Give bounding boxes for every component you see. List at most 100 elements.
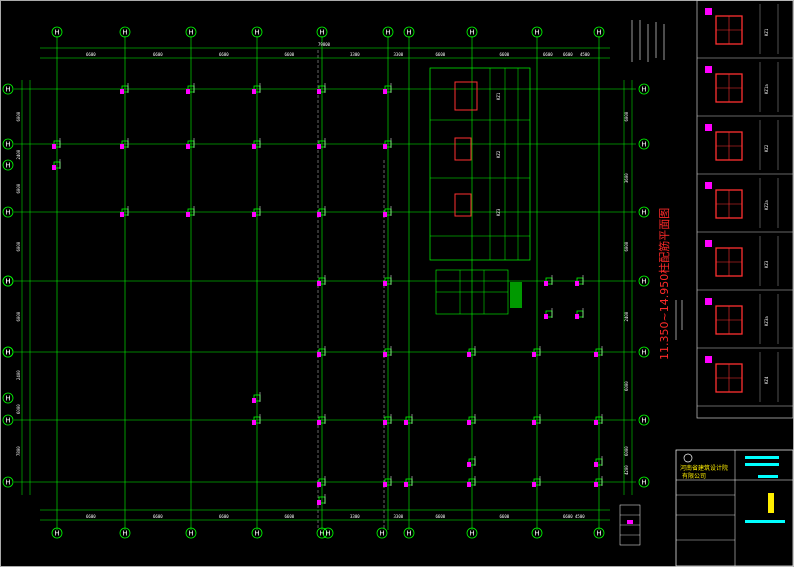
axis-bubble-circle: [51, 26, 63, 38]
column-symbol: [186, 206, 195, 217]
column-fill: [467, 420, 471, 425]
dim-label-bottom: 6600: [436, 514, 446, 519]
dim-label-top: 6600: [219, 52, 229, 57]
dim-label-bottom: 4500: [575, 514, 585, 519]
column-symbol: [383, 414, 392, 425]
axis-bubble-label: H: [5, 349, 10, 357]
column-schedule-table: KZ1 KZ2 KZ3: [429, 67, 531, 261]
panel-mark-magenta: [705, 8, 712, 15]
panel-mark-magenta: [705, 124, 712, 131]
column-symbol: [252, 392, 261, 403]
axis-bubble-bottom: H: [593, 527, 605, 539]
axis-bubble-circle: [638, 138, 650, 150]
axis-bubble-label: H: [641, 349, 646, 357]
axis-bubble-label: H: [319, 530, 324, 538]
dim-label-right: 6000: [624, 111, 629, 121]
column-fill: [404, 482, 408, 487]
panel-column-tag: KZ2: [764, 144, 769, 152]
column-fill: [317, 212, 321, 217]
axis-bubble-circle: [185, 527, 197, 539]
axis-bubble-circle: [531, 26, 543, 38]
column-symbol: [52, 138, 61, 149]
axis-bubble-label: H: [188, 29, 193, 37]
axis-bubble-label: H: [641, 417, 646, 425]
title-block-org: 河南省建筑设计院: [680, 464, 728, 472]
dim-label-top: 6600: [500, 52, 510, 57]
column-symbol: [594, 346, 603, 357]
axis-bubble-top: H: [316, 26, 328, 38]
axis-bubble-label: H: [5, 349, 10, 357]
dim-label-left: 6000: [16, 241, 21, 251]
axis-bubble-label: H: [5, 417, 10, 425]
axis-bubble-label: H: [5, 278, 10, 286]
column-symbol: [186, 83, 195, 94]
column-fill: [594, 420, 598, 425]
column-fill: [544, 281, 548, 286]
axis-bubble-left: H: [2, 392, 14, 404]
axis-bubble-left: H: [2, 346, 14, 358]
column-fill: [544, 314, 548, 319]
axis-bubble-label: H: [122, 29, 127, 37]
dim-label-top: 3300: [394, 52, 404, 57]
axis-bubble-label: H: [122, 530, 127, 538]
axis-bubble-circle: [593, 527, 605, 539]
axis-bubble-bottom: H: [376, 527, 388, 539]
dim-label-bottom: 6600: [86, 514, 96, 519]
column-symbol: [594, 456, 603, 467]
axis-bubble-top: H: [119, 26, 131, 38]
column-symbol: [317, 494, 326, 505]
panel-column-tag: KZ3a: [764, 316, 769, 326]
title-block-logo: [683, 453, 693, 463]
column-symbol: [575, 275, 584, 286]
axis-bubble-circle: [2, 346, 14, 358]
dim-label-top: 4500: [580, 52, 590, 57]
dim-label-bottom: 6600: [219, 514, 229, 519]
axis-bubble-bottom: H: [251, 527, 263, 539]
column-fill: [186, 89, 190, 94]
axis-bubble-label: H: [5, 278, 10, 286]
axis-bubble-label: H: [5, 141, 10, 149]
axis-bubble-right: H: [638, 346, 650, 358]
dim-label-left: 2400: [16, 370, 21, 380]
axis-bubble-circle: [466, 527, 478, 539]
table-tag-kz2: KZ2: [496, 150, 501, 158]
axis-bubble-circle: [322, 527, 334, 539]
axis-bubble-circle: [119, 26, 131, 38]
dim-label-right: 3600: [624, 173, 629, 183]
axis-bubble-left: H: [2, 275, 14, 287]
column-fill: [575, 281, 579, 286]
axis-bubble-circle: [403, 527, 415, 539]
column-symbol: [467, 476, 476, 487]
dim-label-bottom: 3300: [394, 514, 404, 519]
column-symbol: [544, 308, 553, 319]
dim-label-left: 2400: [16, 149, 21, 159]
column-symbol: [252, 138, 261, 149]
column-fill: [383, 352, 387, 357]
axis-bubble-circle: [382, 26, 394, 38]
column-symbol: [532, 346, 541, 357]
axis-bubble-right: H: [638, 414, 650, 426]
axis-bubble-bottom: H: [185, 527, 197, 539]
axis-bubble-top: H: [531, 26, 543, 38]
axis-bubble-left: H: [2, 83, 14, 95]
axis-bubble-bottom: H: [531, 527, 543, 539]
title-block: 河南省建筑设计院 有限公司: [675, 449, 794, 567]
column-symbol: [594, 414, 603, 425]
axis-bubble-label: H: [641, 278, 646, 286]
axis-bubble-label: H: [469, 530, 474, 538]
axis-bubble-label: H: [379, 530, 384, 538]
axis-bubble-right: H: [638, 83, 650, 95]
column-symbol: [544, 275, 553, 286]
axis-bubble-circle: [2, 206, 14, 218]
column-symbol: [383, 476, 392, 487]
column-fill: [594, 462, 598, 467]
column-fill: [120, 89, 124, 94]
panel-column-tag: KZ2a: [764, 200, 769, 210]
axis-bubble-label: H: [5, 479, 10, 487]
column-symbol: [383, 346, 392, 357]
column-fill: [252, 144, 256, 149]
dim-label-left: 6000: [16, 183, 21, 193]
